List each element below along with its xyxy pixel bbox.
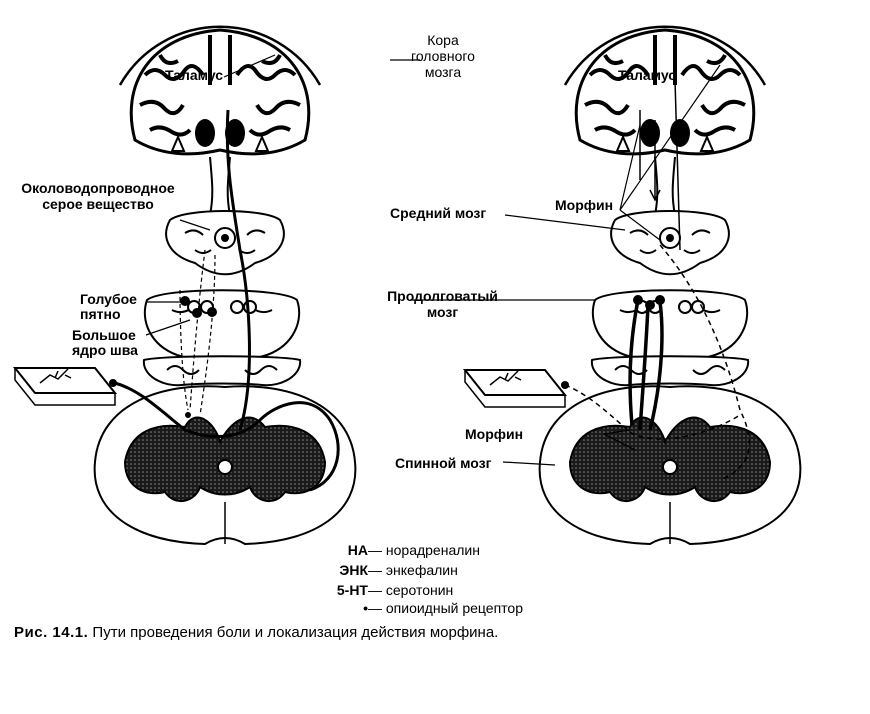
morphine-label-bottom: Морфин (465, 426, 524, 442)
right-midbrain-section (610, 210, 730, 276)
spinal-cord-label: Спинной мозг (395, 455, 492, 471)
left-medulla-section (142, 289, 302, 387)
right-panel (390, 24, 802, 545)
morphine-label-top: Морфин (555, 197, 614, 213)
locus-coeruleus-label: Голубое пятно (80, 291, 137, 322)
left-midbrain-section (165, 210, 285, 276)
thalamus-label-left: Таламус (165, 67, 224, 83)
left-ascending-pain-tract (114, 109, 340, 492)
left-skin-patch (14, 367, 116, 406)
thalamus-label-right: Таламус (618, 67, 677, 83)
pag-label: Околоводопроводное серое вещество (21, 180, 175, 212)
right-brain (563, 24, 767, 217)
right-spinal-cord-section (538, 385, 802, 545)
raphe-nucleus-label: Большое ядро шва (72, 327, 138, 358)
right-medulla-section (590, 289, 750, 387)
legend-row: НА— норадреналин (347, 542, 480, 558)
right-descending-fibers (628, 299, 664, 431)
right-skin-patch (464, 369, 566, 408)
left-panel (14, 24, 357, 545)
left-spinal-cord-section (93, 385, 357, 545)
midbrain-label: Средний мозг (390, 205, 487, 221)
legend-row: •— опиоидный рецептор (363, 600, 523, 616)
medulla-label: Продолговатый мозг (387, 288, 498, 320)
right-ascending-pain-tract (564, 244, 750, 481)
left-descending-fibers (179, 249, 216, 416)
cortex-label: Кора головного мозга (411, 32, 475, 80)
caption-text: Пути проведения боли и локализация дейст… (88, 624, 499, 641)
caption-number: Рис. 14.1. (14, 624, 89, 641)
legend-row: ЭНК— энкефалин (339, 562, 458, 578)
legend-row: 5-НТ— серотонин (336, 582, 454, 598)
figure-caption: Рис. 14.1. Пути проведения боли и локали… (14, 624, 498, 641)
